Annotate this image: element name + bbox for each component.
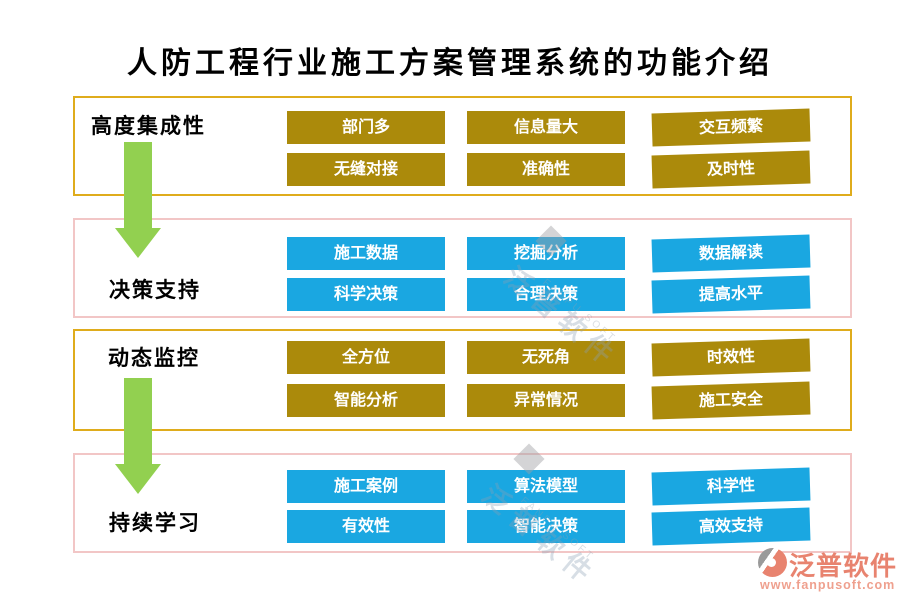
section-box-decision: 决策支持 施工数据 挖掘分析 数据解读 科学决策 合理决策 提高水平 xyxy=(73,218,852,318)
feature-button: 提高水平 xyxy=(651,275,811,314)
feature-button: 合理决策 xyxy=(467,278,625,311)
arrow-shaft xyxy=(124,142,152,228)
down-arrow-icon xyxy=(115,378,161,494)
brand-url: www.fanpusoft.com xyxy=(760,578,896,592)
brand-name: 泛普软件 xyxy=(789,552,898,582)
feature-button: 科学决策 xyxy=(287,278,445,311)
section-box-monitoring: 动态监控 全方位 无死角 时效性 智能分析 异常情况 施工安全 xyxy=(73,329,852,431)
feature-button: 全方位 xyxy=(287,341,445,374)
feature-button: 交互频繁 xyxy=(651,108,811,147)
section-box-learning: 持续学习 施工案例 算法模型 科学性 有效性 智能决策 高效支持 xyxy=(73,453,852,553)
feature-button: 科学性 xyxy=(651,467,811,506)
feature-button: 及时性 xyxy=(651,150,811,189)
feature-button: 智能分析 xyxy=(287,384,445,417)
feature-button: 施工安全 xyxy=(651,381,811,420)
arrow-head xyxy=(115,464,161,494)
section-label: 动态监控 xyxy=(108,345,200,370)
section-label: 决策支持 xyxy=(109,277,201,302)
feature-button: 智能决策 xyxy=(467,510,625,543)
brand-logo: 泛普软件 www.fanpusoft.com xyxy=(758,546,896,594)
arrow-head xyxy=(115,228,161,258)
feature-button: 部门多 xyxy=(287,111,445,144)
feature-button: 施工数据 xyxy=(287,237,445,270)
arrow-shaft xyxy=(124,378,152,464)
feature-button: 施工案例 xyxy=(287,470,445,503)
feature-button: 无缝对接 xyxy=(287,153,445,186)
brand-logo-icon xyxy=(758,548,787,577)
section-label: 高度集成性 xyxy=(91,113,206,138)
feature-button: 信息量大 xyxy=(467,111,625,144)
feature-button: 时效性 xyxy=(651,338,811,377)
feature-button: 异常情况 xyxy=(467,384,625,417)
feature-button: 有效性 xyxy=(287,510,445,543)
feature-button: 算法模型 xyxy=(467,470,625,503)
feature-button: 无死角 xyxy=(467,341,625,374)
feature-button: 准确性 xyxy=(467,153,625,186)
page-title: 人防工程行业施工方案管理系统的功能介绍 xyxy=(127,46,773,81)
section-box-integration: 高度集成性 部门多 信息量大 交互频繁 无缝对接 准确性 及时性 xyxy=(73,96,852,196)
feature-button: 高效支持 xyxy=(651,507,811,546)
down-arrow-icon xyxy=(115,142,161,258)
section-label: 持续学习 xyxy=(109,510,201,535)
feature-button: 数据解读 xyxy=(651,234,811,273)
feature-button: 挖掘分析 xyxy=(467,237,625,270)
